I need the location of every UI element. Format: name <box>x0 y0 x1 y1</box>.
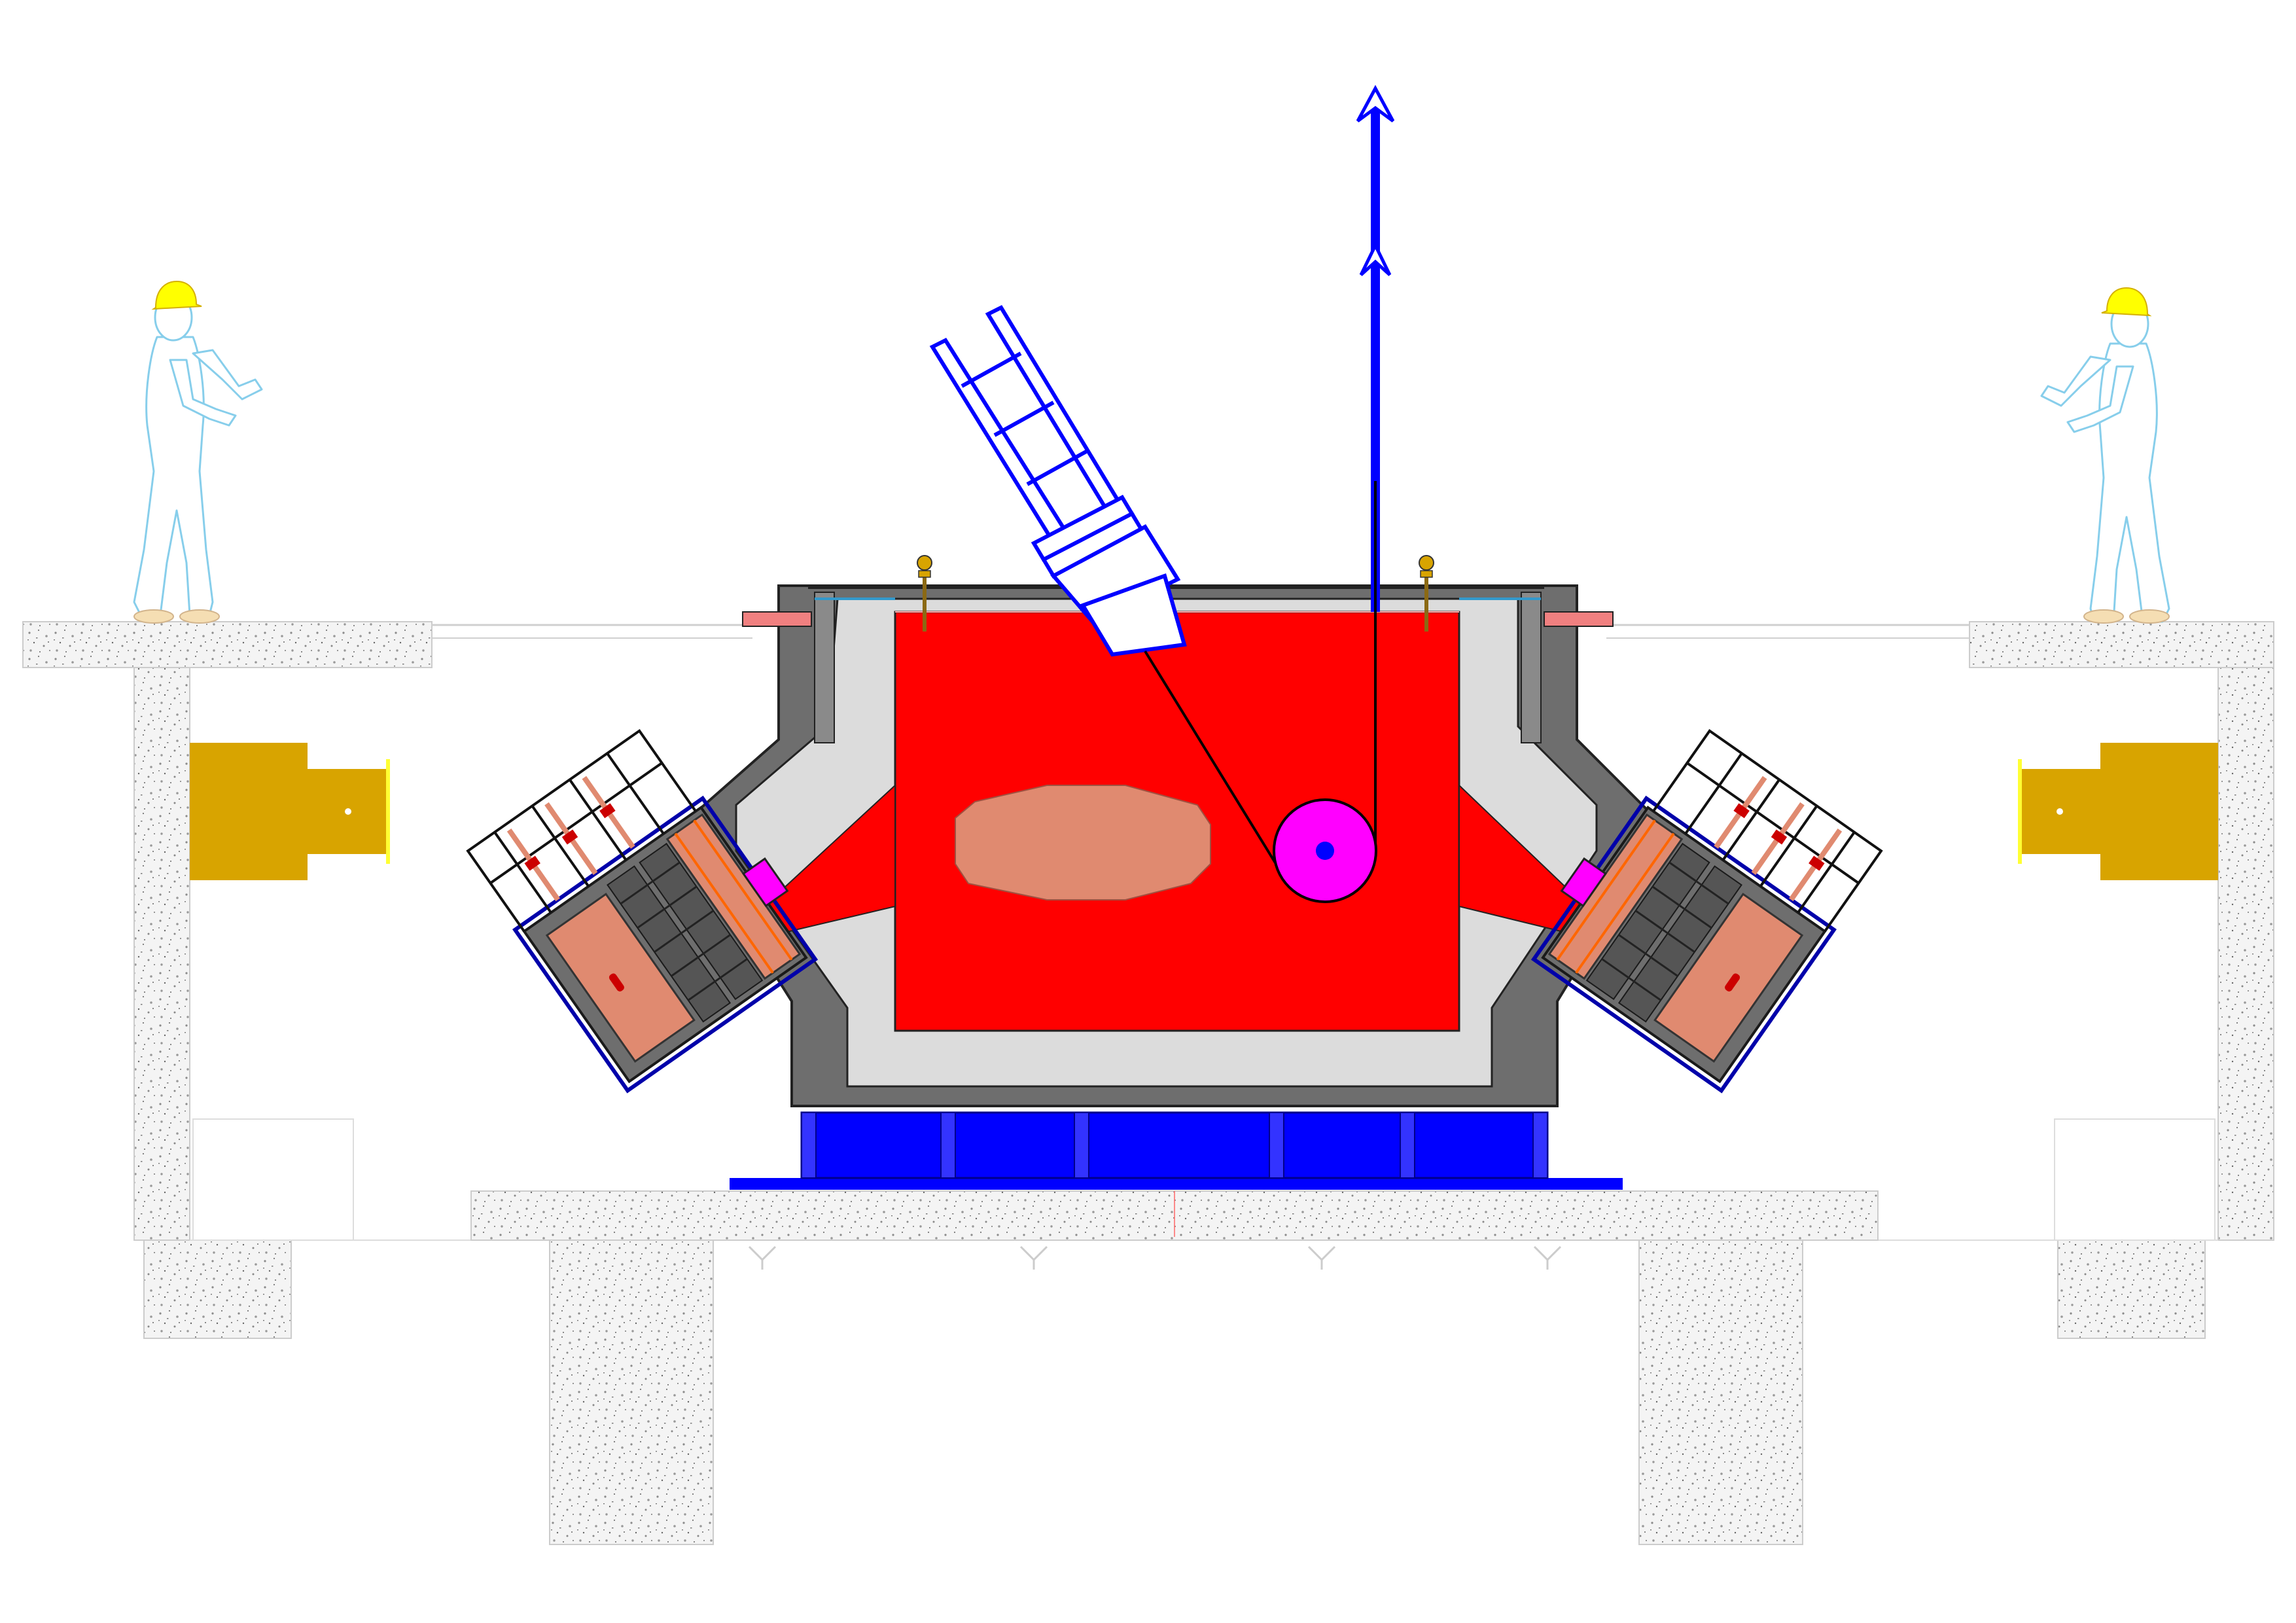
hard-hat <box>151 280 202 310</box>
pit-foot-right <box>2057 1240 2206 1339</box>
floor-structure <box>22 621 2274 1545</box>
worker-figure-icon <box>133 280 263 624</box>
wall-coupling-right <box>2018 743 2218 880</box>
lid-flange-left <box>742 611 812 627</box>
thermocouple-icon <box>1419 555 1434 632</box>
base-frame <box>730 1111 1623 1190</box>
hoist-rod <box>1356 84 1395 854</box>
skimmer-chute <box>929 305 1187 657</box>
pipe-coupling-icon <box>345 808 351 815</box>
thermocouple-icon <box>917 555 932 632</box>
arrow-up-icon <box>1359 241 1392 276</box>
floor-slab-left <box>22 621 433 668</box>
furnace-vessel <box>696 555 1650 1107</box>
pipe-coupling-icon <box>2057 808 2063 815</box>
floor-slab-right <box>1969 621 2274 668</box>
worker-figure-icon <box>2040 287 2170 624</box>
pit-wall-right <box>2217 667 2274 1241</box>
solid-charge <box>955 785 1211 901</box>
inductor-left <box>466 728 819 1094</box>
foundation-pier-left <box>549 1240 714 1545</box>
arrow-up-icon <box>1356 84 1395 123</box>
roller-pulley-icon <box>1273 798 1377 903</box>
lid-flange-right <box>1544 611 1614 627</box>
foundation-pier-right <box>1638 1240 1803 1545</box>
inductor-right <box>1530 728 1883 1094</box>
hard-hat <box>2101 287 2152 317</box>
skimmer-cable <box>1144 650 1277 865</box>
pit-wall-left <box>133 667 190 1241</box>
wall-coupling-left <box>190 743 390 880</box>
pit-foot-left <box>143 1240 292 1339</box>
